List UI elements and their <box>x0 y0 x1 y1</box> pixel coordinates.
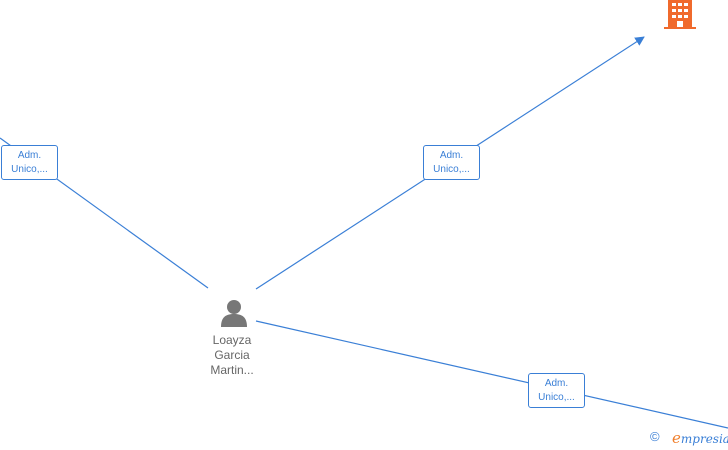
person-node[interactable] <box>220 299 248 333</box>
edge-label-line-2: Unico,... <box>433 164 470 175</box>
company-node[interactable] <box>664 0 696 35</box>
edge-label-line-1: Adm. <box>544 378 569 389</box>
building-icon <box>664 0 696 29</box>
edge-label-top-left[interactable]: Adm. Unico,... <box>1 145 58 180</box>
edge-label-company[interactable]: Adm. Unico,... <box>423 145 480 180</box>
person-name-line-2: Garcia <box>214 348 250 362</box>
edge-label-line-2: Unico,... <box>538 392 575 403</box>
edge-label-line-2: Unico,... <box>11 164 48 175</box>
brand-initial: e <box>672 429 681 447</box>
edge-label-line-1: Adm. <box>17 150 42 161</box>
person-name-line-3: Martin... <box>210 363 254 377</box>
person-name[interactable]: Loayza Garcia Martin... <box>192 333 272 378</box>
brand-name: mpresia <box>680 432 728 446</box>
brand-logo: empresia <box>672 429 728 447</box>
copyright-symbol: © <box>650 429 660 444</box>
edge-line-bottom-right <box>255 320 728 429</box>
edge-label-bottom-right[interactable]: Adm. Unico,... <box>528 373 585 408</box>
person-name-line-1: Loayza <box>212 333 252 347</box>
edge-label-line-1: Adm. <box>439 150 464 161</box>
person-icon <box>221 300 247 327</box>
